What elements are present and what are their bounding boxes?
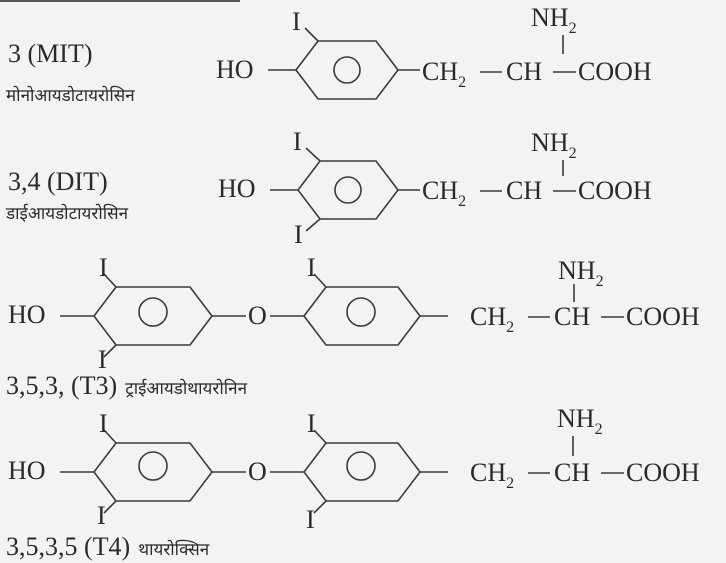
t4-ch: CH — [554, 458, 590, 487]
t4-caption: 3,5,3,5 (T4)थायरोक्सिन — [6, 532, 210, 561]
dit-iodine-top: I — [293, 127, 302, 156]
t3-outer-ring — [302, 286, 422, 346]
t3-amine: NH2 — [558, 256, 604, 290]
mit-hindi-name: मोनोआयडोटायरोसिन — [6, 85, 135, 106]
dit-aromatic-circle — [334, 176, 362, 204]
t3-iodine-1: I — [99, 253, 108, 282]
dit-benzene-ring — [296, 160, 400, 220]
t4-iodine-bond-2 — [103, 500, 117, 514]
t4-iodine-bond-4 — [313, 500, 327, 514]
t3-iodine-bond-2 — [103, 344, 117, 358]
t3-iodine-bond-1 — [103, 273, 117, 288]
t3-ether-oxygen: O — [248, 301, 267, 330]
dit-iodine-bond-top — [305, 147, 321, 162]
t4-outer-aromatic-circle — [346, 451, 376, 481]
dit-acid: COOH — [578, 176, 652, 205]
dit-hindi-name: डाईआयडोटायरोसिन — [5, 203, 129, 224]
dit-hydroxyl: HO — [218, 174, 256, 203]
t4-iodine-1: I — [99, 409, 108, 438]
mit-amine: NH2 — [531, 3, 577, 37]
t4-iodine-3: I — [307, 409, 316, 438]
t4-ch2: CH2 — [470, 458, 514, 492]
t4-iodine-4: I — [306, 505, 315, 534]
dit-ch2: CH2 — [422, 176, 466, 210]
t3-inner-ring — [92, 286, 214, 346]
t4-ether-oxygen: O — [248, 457, 267, 486]
t4-iodine-2: I — [97, 501, 106, 530]
t3-iodine-2: I — [98, 345, 107, 374]
mit-iodine-bond — [304, 27, 319, 42]
mit-ch2: CH2 — [422, 57, 466, 91]
t4-inner-aromatic-circle — [138, 451, 168, 481]
dit-code-label: 3,4 (DIT) — [8, 167, 108, 196]
dit-amine: NH2 — [531, 128, 577, 162]
compound-t4: HO I I O I I CH2 CH COOH NH2 3,5,3,5 (T4… — [6, 404, 700, 561]
t4-amine: NH2 — [557, 404, 603, 438]
mit-aromatic-circle — [333, 56, 361, 84]
mit-benzene-ring — [294, 40, 400, 100]
mit-iodine: I — [292, 7, 301, 36]
compound-mit: 3 (MIT) मोनोआयडोटायरोसिन HO I CH2 CH COO… — [6, 3, 652, 106]
t3-ch: CH — [554, 302, 590, 331]
t4-acid: COOH — [626, 458, 700, 487]
mit-ch: CH — [506, 57, 542, 86]
t3-iodine-bond-3 — [313, 273, 327, 288]
dit-iodine-bond-bottom — [305, 218, 321, 232]
compound-dit: 3,4 (DIT) डाईआयडोटायरोसिन HO I I CH2 CH … — [5, 127, 652, 249]
t3-outer-aromatic-circle — [346, 297, 376, 327]
t3-ch2: CH2 — [470, 302, 514, 336]
t4-iodine-bond-3 — [313, 429, 327, 444]
t4-iodine-bond-1 — [103, 429, 117, 444]
t3-acid: COOH — [626, 302, 700, 331]
t3-iodine-3: I — [307, 253, 316, 282]
compound-t3: HO I I O I CH2 CH COOH NH2 3,5,3, (T3)ट्… — [6, 253, 700, 400]
t3-inner-aromatic-circle — [138, 297, 168, 327]
mit-hydroxyl: HO — [216, 55, 254, 84]
mit-acid: COOH — [578, 57, 652, 86]
top-rule — [0, 0, 240, 2]
t3-hydroxyl: HO — [8, 300, 46, 329]
dit-iodine-bottom: I — [294, 220, 303, 249]
t4-hydroxyl: HO — [8, 456, 46, 485]
dit-ch: CH — [506, 176, 542, 205]
t3-caption: 3,5,3, (T3)ट्राईआयडोथायरोनिन — [6, 371, 248, 400]
mit-code-label: 3 (MIT) — [8, 39, 92, 68]
